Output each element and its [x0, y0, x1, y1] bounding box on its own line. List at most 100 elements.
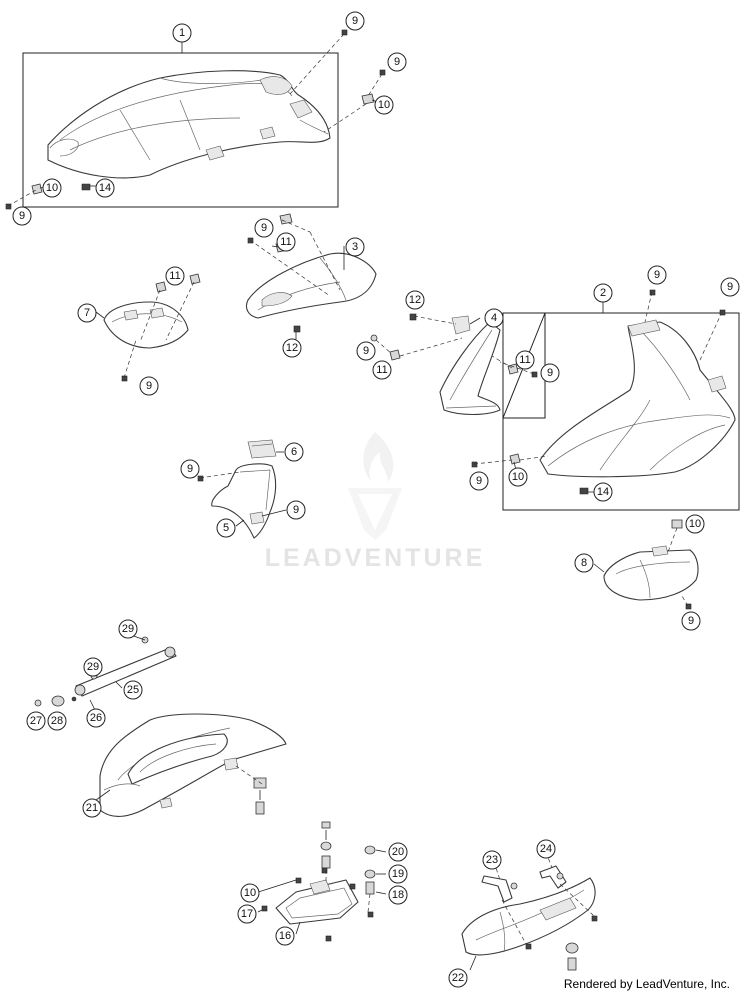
callout-26: 27	[26, 711, 46, 731]
callout-22: 22	[448, 968, 468, 988]
callout-9-g: 9	[540, 363, 560, 383]
callout-14-b: 14	[593, 482, 613, 502]
svg-text:24: 24	[540, 843, 552, 855]
svg-text:5: 5	[223, 522, 229, 534]
callout-20: 20	[388, 842, 408, 862]
watermark-logo	[348, 432, 402, 540]
group-box-tank-cover	[22, 52, 339, 208]
svg-text:10: 10	[46, 182, 58, 194]
svg-text:1: 1	[179, 27, 185, 39]
bracket-part-7	[103, 301, 189, 349]
callout-17: 17	[237, 904, 257, 924]
svg-text:3: 3	[352, 241, 358, 253]
callout-9-i: 9	[720, 277, 740, 297]
svg-text:9: 9	[293, 504, 299, 516]
svg-text:25: 25	[127, 684, 139, 696]
svg-text:9: 9	[476, 475, 482, 487]
svg-text:17: 17	[241, 908, 253, 920]
svg-text:26: 26	[90, 712, 102, 724]
callout-16: 16	[275, 926, 295, 946]
callout-11-a: 11	[276, 232, 296, 252]
plate-part-16	[275, 879, 359, 925]
callout-29-a: 29	[118, 619, 138, 639]
svg-text:9: 9	[146, 380, 152, 392]
callout-10-c: 10	[508, 467, 528, 487]
svg-text:10: 10	[378, 99, 390, 111]
leader-lines	[7, 33, 723, 971]
svg-text:12: 12	[409, 294, 421, 306]
svg-text:9: 9	[352, 15, 358, 27]
callout-9-e: 9	[139, 376, 159, 396]
hardware-16	[261, 821, 376, 942]
callout-1: 1	[172, 23, 192, 43]
callout-19: 19	[388, 864, 408, 884]
callout-12-a: 12	[282, 338, 302, 358]
callout-9-d: 9	[254, 218, 274, 238]
callout-12-b: 12	[405, 290, 425, 310]
svg-text:23: 23	[486, 854, 498, 866]
callout-2: 2	[593, 283, 613, 303]
side-cover-part-3	[245, 252, 377, 319]
callout-23: 25	[123, 680, 143, 700]
callout-11-d: 11	[515, 350, 535, 370]
callout-9-a: 9	[345, 11, 365, 31]
seat-part-2	[539, 319, 736, 478]
callout-11-c: 11	[372, 360, 392, 380]
svg-text:9: 9	[654, 269, 660, 281]
callout-9-j: 9	[469, 471, 489, 491]
svg-text:2: 2	[600, 287, 606, 299]
svg-text:10: 10	[689, 518, 701, 530]
callout-18: 18	[388, 885, 408, 905]
brackets-24-25	[481, 865, 598, 971]
svg-text:29: 29	[122, 623, 134, 635]
svg-text:14: 14	[597, 486, 609, 498]
watermark-text: LEADVENTURE	[264, 544, 486, 572]
svg-text:19: 19	[392, 868, 404, 880]
svg-text:14: 14	[99, 182, 111, 194]
callout-21: 21	[82, 798, 102, 818]
svg-text:29: 29	[87, 661, 99, 673]
callout-9-m: 9	[681, 611, 701, 631]
callout-10-d: 10	[685, 514, 705, 534]
callout-9-c: 9	[12, 206, 32, 226]
hardware-21	[253, 777, 267, 815]
group-box-seat	[502, 312, 740, 511]
render-credit: Rendered by LeadVenture, Inc.	[563, 977, 730, 991]
svg-text:7: 7	[84, 307, 90, 319]
svg-text:9: 9	[547, 367, 553, 379]
callout-14-a: 14	[95, 178, 115, 198]
svg-text:27: 27	[30, 715, 42, 727]
callout-9-h: 9	[647, 265, 667, 285]
svg-text:28: 28	[51, 715, 63, 727]
callout-3: 3	[345, 237, 365, 257]
svg-text:9: 9	[187, 463, 193, 475]
svg-text:9: 9	[688, 615, 694, 627]
svg-text:9: 9	[363, 345, 369, 357]
callout-9-b: 9	[387, 52, 407, 72]
svg-text:11: 11	[280, 236, 291, 248]
callout-10-a: 10	[374, 95, 394, 115]
callout-11-b: 11	[165, 266, 185, 286]
svg-text:16: 16	[279, 930, 291, 942]
svg-text:9: 9	[727, 281, 733, 293]
cover-part-8	[603, 545, 699, 601]
skid-guard-part-21	[99, 713, 287, 817]
guard-part-22	[461, 877, 596, 956]
svg-text:10: 10	[244, 887, 256, 899]
panel-part-5	[211, 463, 277, 539]
svg-text:10: 10	[512, 471, 524, 483]
callout-10-e: 10	[240, 883, 260, 903]
svg-text:4: 4	[491, 312, 497, 324]
callout-6: 6	[284, 442, 304, 462]
svg-text:22: 22	[452, 972, 464, 984]
svg-text:6: 6	[291, 446, 297, 458]
callout-29-b: 29	[83, 657, 103, 677]
clip-part-6	[247, 439, 277, 459]
callout-4: 4	[484, 308, 504, 328]
svg-text:8: 8	[581, 557, 587, 569]
svg-text:9: 9	[394, 56, 400, 68]
svg-text:21: 21	[86, 802, 98, 814]
svg-text:11: 11	[376, 364, 387, 376]
svg-text:11: 11	[519, 354, 530, 366]
